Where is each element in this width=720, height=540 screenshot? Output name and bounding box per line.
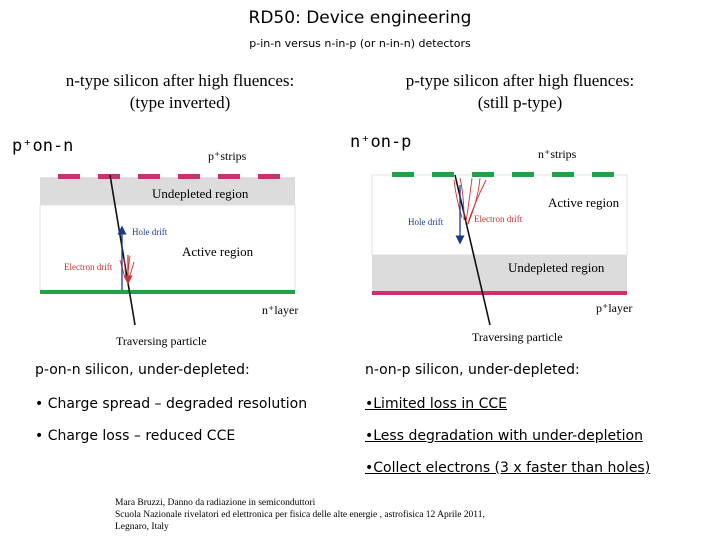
credit-line-2: Scuola Nazionale rivelatori ed elettroni… [115, 510, 485, 520]
left-n-layer [40, 290, 295, 294]
left-layer-label: n⁺layer [262, 303, 298, 317]
left-diagram: p⁺strips Undepleted region Hole drift Ac… [39, 149, 298, 348]
credit-block: Mara Bruzzi, Danno da radiazione in semi… [115, 497, 485, 533]
strip [552, 172, 574, 177]
left-undepleted-label: Undepleted region [152, 186, 249, 201]
left-hole-drift-label: Hole drift [132, 227, 168, 237]
left-bullet-2: • Charge loss – reduced CCE [35, 428, 236, 444]
strip [218, 174, 240, 179]
credit-line-3: Legnaro, Italy [115, 522, 169, 532]
left-active-band [39, 204, 296, 291]
right-heading: p-type silicon after high fluences: (sti… [360, 70, 680, 114]
right-structure-label: n⁺on-p [350, 132, 412, 152]
right-electron-drift-label: Electron drift [474, 214, 523, 224]
right-diagram: n⁺strips Active region Hole drift Electr… [371, 147, 632, 344]
left-heading-line1: n-type silicon after high fluences: [65, 71, 295, 90]
left-undepleted-band [40, 178, 295, 205]
left-particle-label: Traversing particle [116, 334, 207, 348]
left-strips-label: p⁺strips [208, 149, 247, 163]
left-heading: n-type silicon after high fluences: (typ… [20, 70, 340, 114]
right-active-band [371, 174, 628, 256]
right-bullet-2: •Less degradation with under-depletion [365, 428, 643, 444]
right-undepleted-label: Undepleted region [508, 260, 605, 275]
credit-line-1: Mara Bruzzi, Danno da radiazione in semi… [115, 498, 316, 508]
strip [98, 174, 120, 179]
right-hole-drift-label: Hole drift [408, 217, 444, 227]
strip [178, 174, 200, 179]
slide-subtitle: p-in-n versus n-in-p (or n-in-n) detecto… [249, 37, 471, 50]
right-heading-line1: p-type silicon after high fluences: [405, 71, 635, 90]
right-strips-label: n⁺strips [538, 147, 577, 161]
right-undepleted-band [372, 255, 627, 291]
strip [592, 172, 614, 177]
left-summary: p-on-n silicon, under-depleted: [35, 362, 250, 378]
left-heading-line2: (type inverted) [129, 93, 231, 112]
slide-title: RD50: Device engineering [248, 8, 472, 28]
right-layer-label: p⁺layer [596, 301, 632, 315]
right-electron-drift-lines [453, 177, 487, 227]
left-active-label: Active region [182, 244, 254, 259]
right-strips [392, 172, 614, 177]
strip [472, 172, 494, 177]
right-summary: n-on-p silicon, under-depleted: [365, 362, 580, 378]
right-bullet-3: •Collect electrons (3 x faster than hole… [365, 460, 651, 476]
right-particle-label: Traversing particle [472, 330, 563, 344]
left-electron-drift-label: Electron drift [64, 262, 113, 272]
strip [392, 172, 414, 177]
right-particle-track [454, 174, 491, 326]
right-p-layer [372, 291, 627, 295]
right-bullet-1: •Limited loss in CCE [365, 396, 508, 412]
left-strips [58, 174, 280, 179]
strip [432, 172, 454, 177]
strip [138, 174, 160, 179]
left-structure-label: p⁺on-n [12, 136, 74, 156]
right-heading-line2: (still p-type) [477, 93, 563, 112]
strip [512, 172, 534, 177]
strip [58, 174, 80, 179]
left-bullet-1: • Charge spread – degraded resolution [35, 396, 308, 412]
right-active-label: Active region [548, 195, 620, 210]
strip [258, 174, 280, 179]
